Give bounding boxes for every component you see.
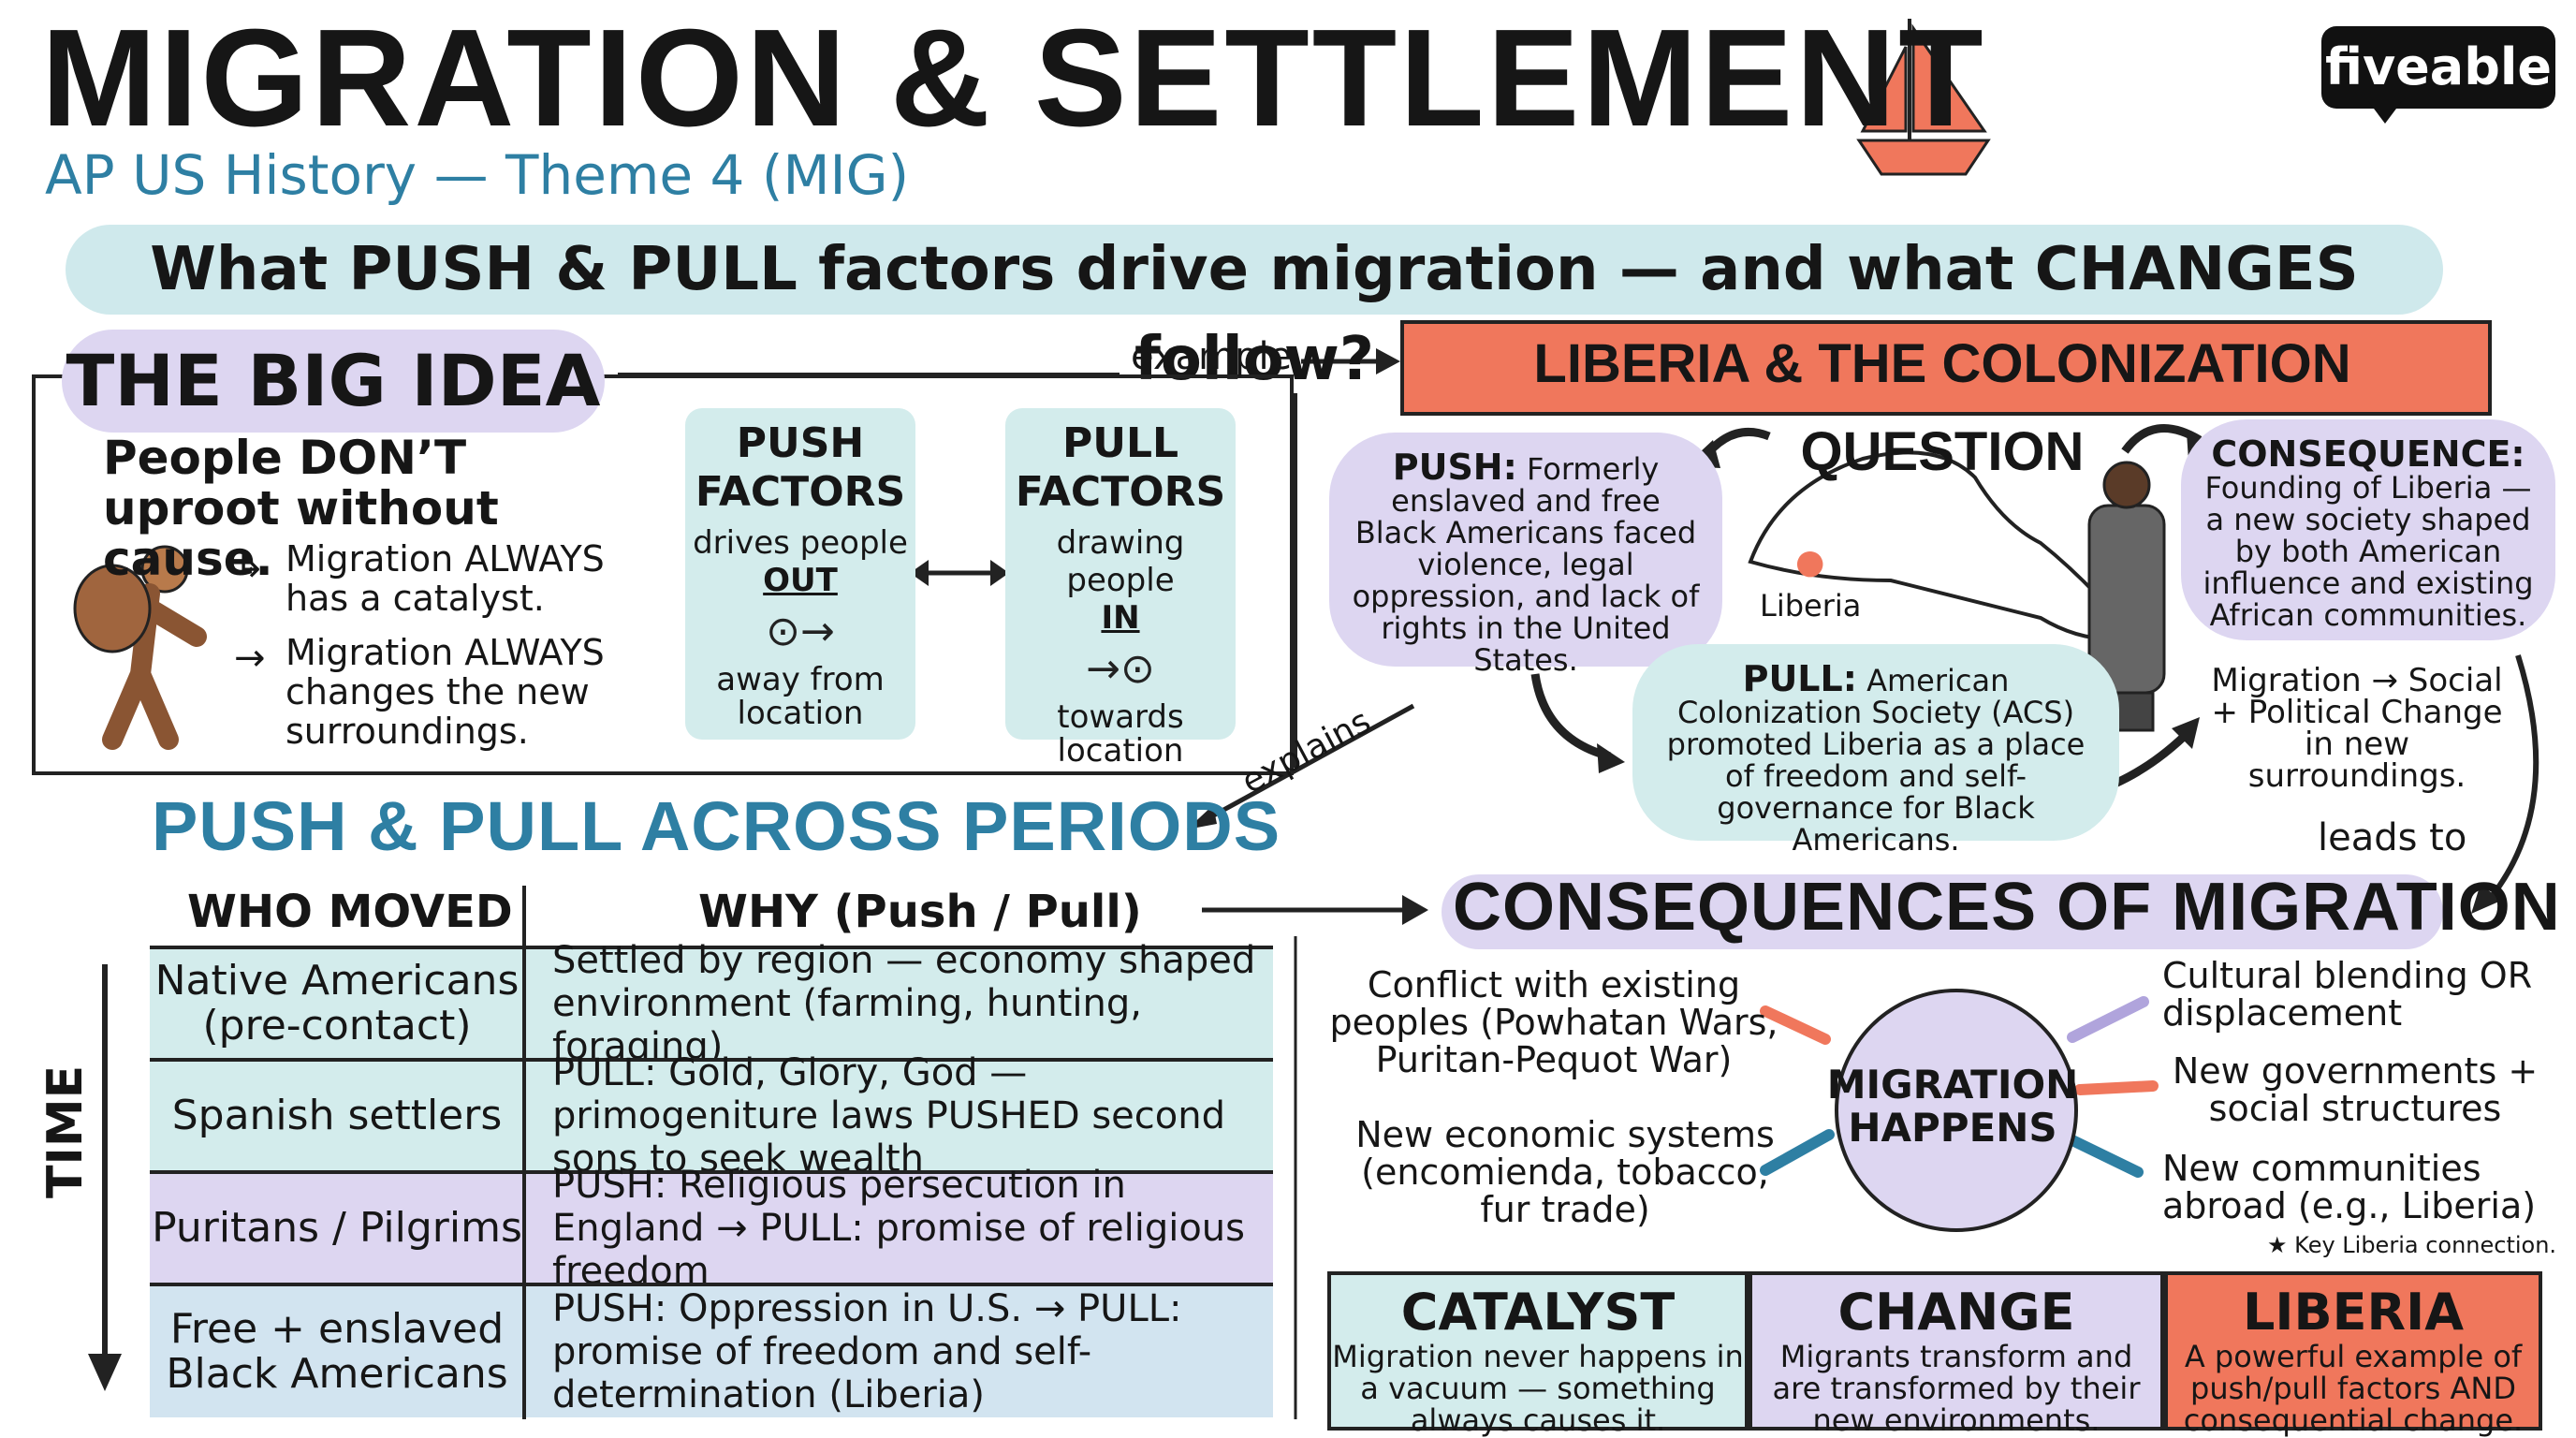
liberia-push-body: Formerly enslaved and free Black America… bbox=[1352, 451, 1700, 678]
liberia-consequence-label: CONSEQUENCE: bbox=[2211, 433, 2525, 475]
liberia-panel: LIBERIA A powerful example of push/pull … bbox=[2164, 1271, 2542, 1436]
table-row: Puritans / Pilgrims PUSH: Religious pers… bbox=[150, 1164, 1273, 1293]
migration-happens-circle bbox=[1835, 989, 2078, 1232]
liberia-pull-blob: PULL: American Colonization Society (ACS… bbox=[1632, 644, 2119, 856]
row-who: Free + enslaved Black Americans bbox=[166, 1305, 508, 1398]
consequence-conflict: Conflict with existing peoples (Powhatan… bbox=[1329, 964, 1778, 1080]
liberia-panel-title: LIBERIA bbox=[2242, 1283, 2464, 1342]
liberia-map-label: Liberia bbox=[1760, 588, 1862, 624]
bullet-arrow-icon: → bbox=[234, 637, 266, 680]
push-factors-desc: drives people OUT bbox=[685, 524, 915, 599]
pull-desc-text: drawing people bbox=[1056, 524, 1185, 599]
row-who: Puritans / Pilgrims bbox=[152, 1204, 522, 1252]
row-why: Settled by region — economy shaped envir… bbox=[552, 939, 1256, 1068]
key-liberia-note: ★ Key Liberia connection. bbox=[2267, 1232, 2557, 1258]
push-desc-key: OUT bbox=[763, 562, 838, 599]
pull-factors-card: PULL FACTORS drawing people IN →⊙ toward… bbox=[1005, 408, 1236, 768]
liberia-push-text: PUSH: Formerly enslaved and free Black A… bbox=[1329, 433, 1722, 676]
page-subtitle: AP US History — Theme 4 (MIG) bbox=[45, 143, 910, 207]
consequence-communities: New communities abroad (e.g., Liberia) bbox=[2162, 1148, 2537, 1226]
push-factors-title: PUSH FACTORS bbox=[695, 419, 906, 516]
table-row: Spanish settlers PULL: Gold, Glory, God … bbox=[150, 1051, 1273, 1181]
big-idea-bullet-catalyst: Migration ALWAYS has a catalyst. bbox=[285, 538, 605, 619]
migration-happens-text: MIGRATION HAPPENS bbox=[1826, 1062, 2079, 1151]
big-idea-box bbox=[32, 374, 1294, 775]
pull-location: towards location bbox=[1057, 698, 1184, 770]
leads-to-connector-label: leads to bbox=[2318, 816, 2467, 859]
row-why: PULL: Gold, Glory, God — primogeniture l… bbox=[552, 1051, 1225, 1181]
liberia-title: LIBERIA & THE COLONIZATION QUESTION bbox=[1533, 333, 2351, 482]
push-desc-text: drives people bbox=[693, 524, 908, 562]
column-header-who: WHO MOVED bbox=[187, 886, 513, 938]
catalyst-desc: Migration never happens in a vacuum — so… bbox=[1332, 1339, 1744, 1438]
push-factors-card: PUSH FACTORS drives people OUT ⊙→ away f… bbox=[685, 408, 915, 740]
liberia-push-blob: PUSH: Formerly enslaved and free Black A… bbox=[1329, 433, 1722, 676]
row-who: Spanish settlers bbox=[171, 1092, 503, 1139]
time-axis-label: TIME bbox=[37, 1064, 94, 1198]
liberia-pull-text: PULL: American Colonization Society (ACS… bbox=[1632, 644, 2119, 856]
liberia-push-label: PUSH: bbox=[1392, 447, 1517, 488]
question-banner bbox=[66, 225, 2443, 315]
big-idea-bullet-changes: Migration ALWAYS changes the new surroun… bbox=[285, 632, 605, 752]
catalyst-panel: CATALYST Migration never happens in a va… bbox=[1327, 1271, 1749, 1436]
change-panel: CHANGE Migrants transform and are transf… bbox=[1749, 1271, 2164, 1436]
map-pin-icon: ● bbox=[1795, 543, 1825, 581]
liberia-pull-label: PULL: bbox=[1742, 658, 1857, 699]
push-location: away from location bbox=[716, 661, 885, 732]
consequences-title-bg bbox=[1442, 874, 2443, 949]
consequences-title: CONSEQUENCES OF MIGRATION bbox=[1453, 870, 2561, 945]
big-idea-title: THE BIG IDEA bbox=[66, 339, 601, 422]
row-who: Native Americans (pre-contact) bbox=[154, 957, 520, 1049]
pull-desc-key: IN bbox=[1101, 599, 1140, 637]
periods-title: PUSH & PULL ACROSS PERIODS bbox=[152, 787, 1281, 865]
table-row: Free + enslaved Black Americans PUSH: Op… bbox=[150, 1283, 1273, 1417]
consequence-cultural: Cultural blending OR displacement bbox=[2162, 955, 2533, 1034]
liberia-title-bg bbox=[1400, 320, 2492, 416]
liberia-pull-body: American Colonization Society (ACS) prom… bbox=[1666, 663, 2086, 858]
change-desc: Migrants transform and are transformed b… bbox=[1772, 1339, 2141, 1438]
liberia-panel-desc: A powerful example of push/pull factors … bbox=[2183, 1339, 2524, 1438]
row-why: PUSH: Oppression in U.S. → PULL: promise… bbox=[552, 1287, 1182, 1416]
change-title: CHANGE bbox=[1837, 1283, 2075, 1342]
column-header-why: WHY (Push / Pull) bbox=[698, 886, 1142, 938]
pull-factors-title: PULL FACTORS bbox=[1015, 419, 1226, 516]
pull-factors-desc: drawing people IN bbox=[1005, 524, 1236, 637]
page-title: MIGRATION & SETTLEMENT bbox=[41, 1, 1986, 155]
row-why: PUSH: Religious persecution in England →… bbox=[552, 1164, 1245, 1293]
liberia-consequence-body: Founding of Liberia — a new society shap… bbox=[2203, 470, 2534, 633]
big-idea-lead: People DON’T uproot without cause. bbox=[103, 431, 499, 586]
catalyst-title: CATALYST bbox=[1400, 1283, 1676, 1342]
big-idea-title-bg bbox=[62, 330, 605, 433]
consequence-economic: New economic systems (encomienda, tobacc… bbox=[1355, 1114, 1775, 1230]
location-pin-in-icon: →⊙ bbox=[1086, 645, 1155, 693]
liberia-consequence-text: CONSEQUENCE: Founding of Liberia — a new… bbox=[2181, 419, 2555, 631]
location-pin-out-icon: ⊙→ bbox=[766, 608, 835, 655]
fiveable-logo: fiveable bbox=[2321, 26, 2555, 109]
table-column-divider bbox=[522, 886, 526, 1419]
migration-change-note: Migration → Social + Political Change in… bbox=[2211, 662, 2503, 795]
logo-tail-icon bbox=[2368, 101, 2402, 124]
bullet-arrow-icon: ↳ bbox=[234, 543, 266, 586]
table-row: Native Americans (pre-contact) Settled b… bbox=[150, 939, 1273, 1068]
example-connector-label: example bbox=[1131, 335, 1293, 378]
liberia-consequence-blob: CONSEQUENCE: Founding of Liberia — a new… bbox=[2181, 419, 2555, 640]
consequence-governments: New governments + social structures bbox=[2172, 1050, 2539, 1129]
question-text: What PUSH & PULL factors drive migration… bbox=[150, 235, 2359, 394]
